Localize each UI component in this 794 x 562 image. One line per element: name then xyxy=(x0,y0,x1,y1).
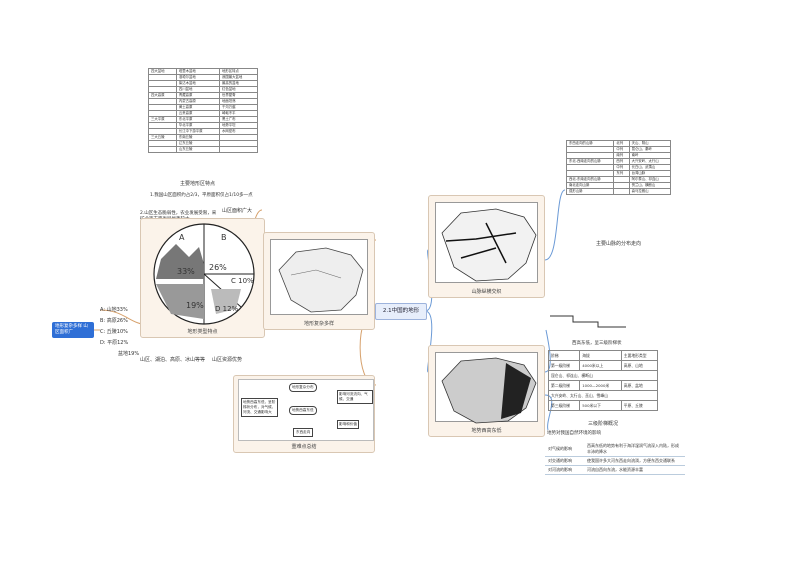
table-cell: 西高东低的地势有利于海洋湿润气流深入内陆，形成丰沛的降水 xyxy=(584,442,685,457)
table-row: 对河流的影响河流自西向东流，水能资源丰富 xyxy=(545,465,685,475)
table-cell: 山东丘陵 xyxy=(175,146,220,153)
china-steps-map xyxy=(435,352,538,424)
flow-diagram: 地势西高东低，呈阶梯状分布，对气候、河流、交通影响大 地形复杂分布 地势西高东低… xyxy=(238,379,374,441)
center-topic[interactable]: 2.1中国的地形 xyxy=(375,303,427,320)
mountain-range-caption: 主要山脉的分布走向 xyxy=(596,241,642,247)
table-row: 弧形山脉 喜马拉雅山 xyxy=(565,188,672,195)
steps-table-caption: 三级阶梯概况 xyxy=(588,421,619,427)
flow-side-left: 地势西高东低，呈阶梯状分布，对气候、河流、交通影响大 xyxy=(241,398,278,417)
table-cell: 平原、丘陵 xyxy=(620,400,659,411)
boundary-row: 昆仑山、祁连山、横断山 xyxy=(548,370,658,381)
table-cell: 使我国许多大河东西走向流淌，方便东西交通联系 xyxy=(584,456,685,466)
table-row: 东北-西南走向的山脉西列大兴安岭、太行山 xyxy=(565,158,672,165)
table-cell: 弧形山脉 xyxy=(565,188,615,195)
percent-basin: 盆地19% xyxy=(118,351,140,357)
boundary-cell: 大兴安岭、太行山、巫山、雪峰山 xyxy=(548,390,658,401)
pie-label-d: D 12% xyxy=(215,305,239,313)
boundary-row: 大兴安岭、太行山、巫山、雪峰山 xyxy=(548,390,658,401)
flow-caption: 重难点总结 xyxy=(291,444,317,450)
steps-profile-icon xyxy=(550,315,626,328)
pie-chart xyxy=(153,223,255,325)
table-cell: 河流自西向东流，水能资源丰富 xyxy=(584,465,685,475)
table-cell: 喜马拉雅山 xyxy=(628,188,672,195)
table-cell: 第二级阶梯 xyxy=(547,380,581,391)
left-blue-label[interactable]: 地形复杂多样 山区面积广 xyxy=(52,322,94,338)
table-row: 对气候的影响西高东低的地势有利于海洋湿润气流深入内陆，形成丰沛的降水 xyxy=(545,442,685,457)
pie-caption: 地形类型特点 xyxy=(187,329,218,335)
mountain-point-1: 1.我国山区面积约占2/3，平原面积仅占1/10多一点 xyxy=(150,193,253,198)
table-cell: 高原、盆地 xyxy=(620,380,659,391)
terrain-map-card: 地形复杂多样 xyxy=(263,232,375,330)
percent-plateau: B: 高原26% xyxy=(100,318,128,324)
pie-card: A B 33% 26% C 10% 19% D 12% 地形类型特点 xyxy=(140,218,265,338)
table-cell: 第一级阶梯 xyxy=(547,360,581,371)
table-header-cell: 主要地形类型 xyxy=(620,350,659,361)
table-cell xyxy=(613,188,630,195)
flow-node-3: 东西走向 xyxy=(293,428,314,437)
table-row: 四大高原青藏高原世界屋脊 xyxy=(148,92,259,99)
table-header-cell: 阶梯 xyxy=(547,350,581,361)
terrain-map-caption: 地形复杂多样 xyxy=(303,321,334,327)
mountain-range-table: 东西走向的山脉北列天山、阴山中列昆仑山、秦岭南列南岭东北-西南走向的山脉西列大兴… xyxy=(565,140,672,247)
mountain-map-card: 山脉纵横交织 xyxy=(428,195,545,298)
table-row: 对交通的影响使我国许多大河东西走向流淌，方便东西交通联系 xyxy=(545,456,685,466)
steps-map-card: 地势西高东低 xyxy=(428,345,545,437)
table-cell xyxy=(218,146,259,153)
table-cell: 500米以下 xyxy=(579,400,622,411)
mountain-branch-title: 山区面积广大 xyxy=(222,208,253,214)
left-bottom-text: 山区、湖泊、高原、冰山等等 xyxy=(140,357,206,363)
table-cell: 1000—2000米 xyxy=(579,380,622,391)
flow-node-4: 影响和价值 xyxy=(337,420,359,429)
pie-label-a: A xyxy=(179,233,185,242)
table-cell: 对交通的影响 xyxy=(545,456,584,466)
table-cell: 第三级阶梯 xyxy=(547,400,581,411)
table-cell: 对河流的影响 xyxy=(545,465,584,475)
pie-label-b: B xyxy=(221,233,227,242)
left-bottom-text-2: 山区资源优势 xyxy=(212,357,243,363)
mountain-map-caption: 山脉纵横交织 xyxy=(471,289,502,295)
table-cell: 4000米以上 xyxy=(579,360,622,371)
table-row: 山东丘陵 xyxy=(148,146,259,153)
percent-mountain: A: 山地33% xyxy=(100,307,128,313)
china-mountain-map xyxy=(435,202,538,283)
flow-side-right: 影响河流流向、气候、交通 xyxy=(337,390,373,404)
pie-label-c: C 10% xyxy=(231,277,254,285)
impact-title: 地势对我国自然环境的影响 xyxy=(547,431,601,436)
steps-map-caption: 地势西高东低 xyxy=(471,428,502,434)
percent-plain: D: 平原12% xyxy=(100,340,129,346)
china-terrain-map xyxy=(270,239,368,315)
landform-table-caption: 主要地形区特点 xyxy=(180,181,216,187)
table-header-cell: 海拔 xyxy=(579,350,622,361)
percent-hill: C: 丘陵10% xyxy=(100,329,128,335)
flow-node-1: 地形复杂分布 xyxy=(289,383,317,392)
boundary-cell: 昆仑山、祁连山、横断山 xyxy=(548,370,658,381)
steps-mini-caption: 西高东低，呈三级阶梯状 xyxy=(572,341,622,346)
pie-label-19: 19% xyxy=(186,301,204,310)
table-row: 四大盆地塔里木盆地地形区特点 xyxy=(148,68,259,75)
pie-label-33: 33% xyxy=(177,267,195,276)
flow-node-2: 地势西高东低 xyxy=(289,406,317,415)
flow-card: 地势西高东低，呈阶梯状分布，对气候、河流、交通影响大 地形复杂分布 地势西高东低… xyxy=(233,375,375,453)
pie-label-26: 26% xyxy=(209,263,227,272)
table-header-row: 阶梯海拔主要地形类型 xyxy=(547,350,659,361)
landform-table: 四大盆地塔里木盆地地形区特点准噶尔盆地我国最大盆地柴达木盆地最高的盆地四川盆地红… xyxy=(148,68,259,187)
table-cell xyxy=(148,146,177,153)
table-cell: 高原、山地 xyxy=(620,360,659,371)
table-cell: 对气候的影响 xyxy=(545,442,584,457)
